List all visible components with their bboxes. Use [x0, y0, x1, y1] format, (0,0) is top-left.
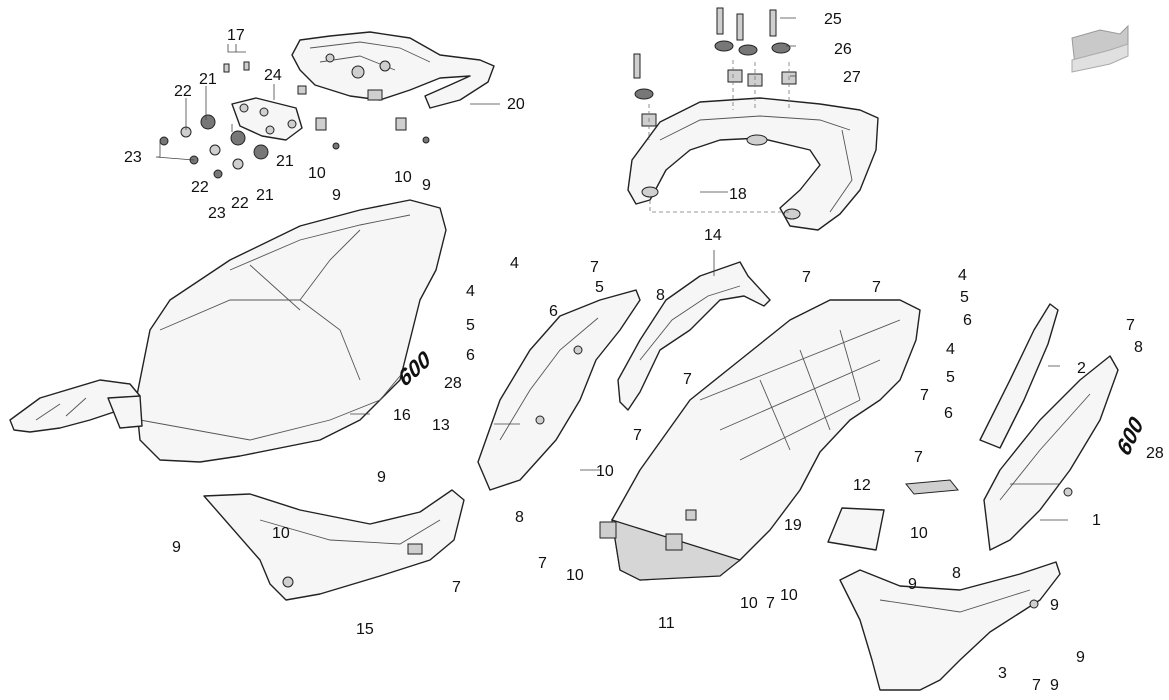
part-15-lower-left-panel: [203, 489, 465, 601]
leader-lines: [155, 17, 1068, 521]
callout-label: 12: [853, 477, 871, 494]
callout-label: 9: [1076, 649, 1085, 666]
callout-label: 23: [208, 205, 226, 222]
callout-label: 9: [332, 187, 341, 204]
callout-label: 10: [566, 567, 584, 584]
callout-label: 18: [729, 186, 747, 203]
part-18-grab-rail: [627, 97, 879, 231]
callout-label: 27: [843, 69, 861, 86]
part-20-rack-bracket: [291, 31, 495, 109]
decal-text-right: 600: [1113, 409, 1147, 461]
callout-label: 4: [946, 341, 955, 358]
callout-label: 8: [515, 509, 524, 526]
callout-label: 28: [444, 375, 462, 392]
callout-label: 24: [264, 67, 282, 84]
decal-28-right: 600: [1113, 409, 1147, 461]
callout-label: 14: [704, 227, 722, 244]
callout-label: 6: [549, 303, 558, 320]
part-19-pad: [827, 507, 885, 551]
callout-label: 9: [172, 539, 181, 556]
callout-label: 5: [960, 289, 969, 306]
callout-label: 19: [784, 517, 802, 534]
callout-label: 21: [199, 71, 217, 88]
part-3-lower-right-panel: [839, 561, 1061, 691]
callout-label: 5: [466, 317, 475, 334]
callout-label: 26: [834, 41, 852, 58]
callout-label: 13: [432, 417, 450, 434]
part-1-right-side-cover: [983, 355, 1119, 551]
callout-label: 16: [393, 407, 411, 424]
callout-label: 4: [466, 283, 475, 300]
callout-label: 3: [998, 665, 1007, 682]
callout-label: 25: [824, 11, 842, 28]
callout-label: 10: [596, 463, 614, 480]
part-2-right-rail: [979, 303, 1059, 449]
callout-label: 7: [914, 449, 923, 466]
callout-label: 8: [952, 565, 961, 582]
callout-label: 10: [740, 595, 758, 612]
part-14-inner-panel: [617, 261, 771, 411]
callout-label: 9: [1050, 677, 1059, 694]
callout-label: 6: [944, 405, 953, 422]
callout-label: 7: [590, 259, 599, 276]
callout-label: 5: [595, 279, 604, 296]
callout-label: 15: [356, 621, 374, 638]
callout-label: 28: [1146, 445, 1164, 462]
callout-label: 7: [872, 279, 881, 296]
callout-label: 8: [1134, 339, 1143, 356]
callout-label: 9: [1050, 597, 1059, 614]
callout-label: 20: [507, 96, 525, 113]
callout-labels: 17 24 20 22 21 23 22 21 23 22 21 10 9 10…: [124, 11, 1164, 694]
part-11-undertray: [599, 299, 921, 581]
part-13-left-side-cover: [477, 289, 641, 491]
callout-label: 10: [308, 165, 326, 182]
callout-label: 9: [422, 177, 431, 194]
callout-label: 9: [908, 576, 917, 593]
callout-label: 22: [174, 83, 192, 100]
callout-label: 21: [256, 187, 274, 204]
callout-label: 7: [1032, 677, 1041, 694]
callout-label: 7: [538, 555, 547, 572]
callout-label: 7: [766, 595, 775, 612]
callout-label: 10: [272, 525, 290, 542]
callout-label: 7: [920, 387, 929, 404]
callout-label: 7: [633, 427, 642, 444]
callout-label: 1: [1092, 512, 1101, 529]
callout-label: 10: [910, 525, 928, 542]
orientation-arrow-icon: [1071, 24, 1129, 73]
callout-label: 8: [656, 287, 665, 304]
callout-label: 7: [452, 579, 461, 596]
callout-label: 22: [191, 179, 209, 196]
callout-label: 10: [780, 587, 798, 604]
callout-label: 10: [394, 169, 412, 186]
callout-label: 6: [963, 312, 972, 329]
callout-label: 6: [466, 347, 475, 364]
callout-label: 4: [958, 267, 967, 284]
part-12-clip: [905, 479, 959, 495]
callout-label: 5: [946, 369, 955, 386]
callout-label: 7: [802, 269, 811, 286]
callout-label: 9: [377, 469, 386, 486]
callout-label: 7: [683, 371, 692, 388]
part-24-mount-plate: [231, 97, 303, 141]
part-16-seat: [9, 199, 447, 463]
callout-label: 23: [124, 149, 142, 166]
rail-bolts-group: [633, 7, 797, 213]
callout-label: 2: [1077, 360, 1086, 377]
callout-label: 22: [231, 195, 249, 212]
callout-label: 17: [227, 27, 245, 44]
callout-label: 11: [658, 615, 675, 632]
callout-label: 21: [276, 153, 294, 170]
callout-label: 4: [510, 255, 519, 272]
callout-label: 7: [1126, 317, 1135, 334]
